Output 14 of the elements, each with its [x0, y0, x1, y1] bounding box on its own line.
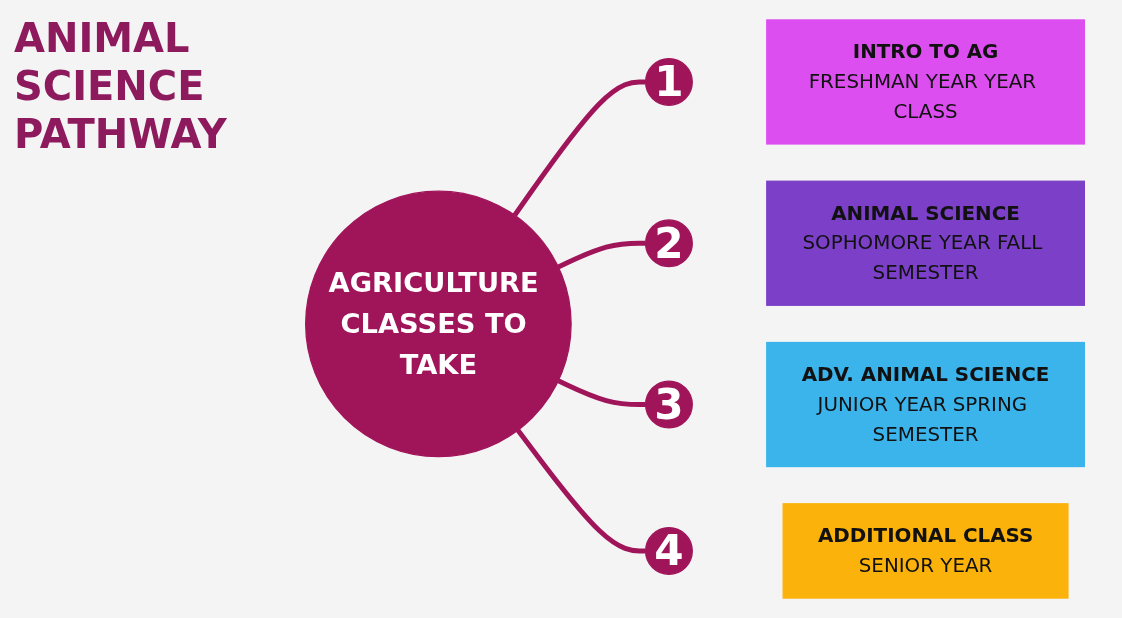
node-circle: 2 — [644, 219, 693, 268]
node-circle: 1 — [644, 57, 693, 106]
connector — [557, 378, 646, 407]
node-box: ADDITIONAL CLASS SENIOR YEAR — [782, 503, 1069, 599]
node-box: ADV. ANIMAL SCIENCE JUNIOR YEAR SPRING SEMESTER — [766, 341, 1085, 468]
node-box: INTRO TO AG FRESHMAN YEAR YEAR CLASS — [766, 19, 1085, 145]
node-circle: 4 — [644, 526, 693, 575]
node-circle: 3 — [644, 380, 693, 429]
diagram-title: ANIMAL SCIENCE PATHWAY — [14, 14, 228, 158]
node-box: ANIMAL SCIENCE SOPHOMORE YEAR FALL SEMESTER — [766, 180, 1085, 306]
connector — [557, 240, 646, 270]
connector — [512, 79, 646, 217]
connector — [515, 428, 646, 554]
node-circle: AGRICULTURE CLASSES TO TAKE — [305, 190, 572, 458]
